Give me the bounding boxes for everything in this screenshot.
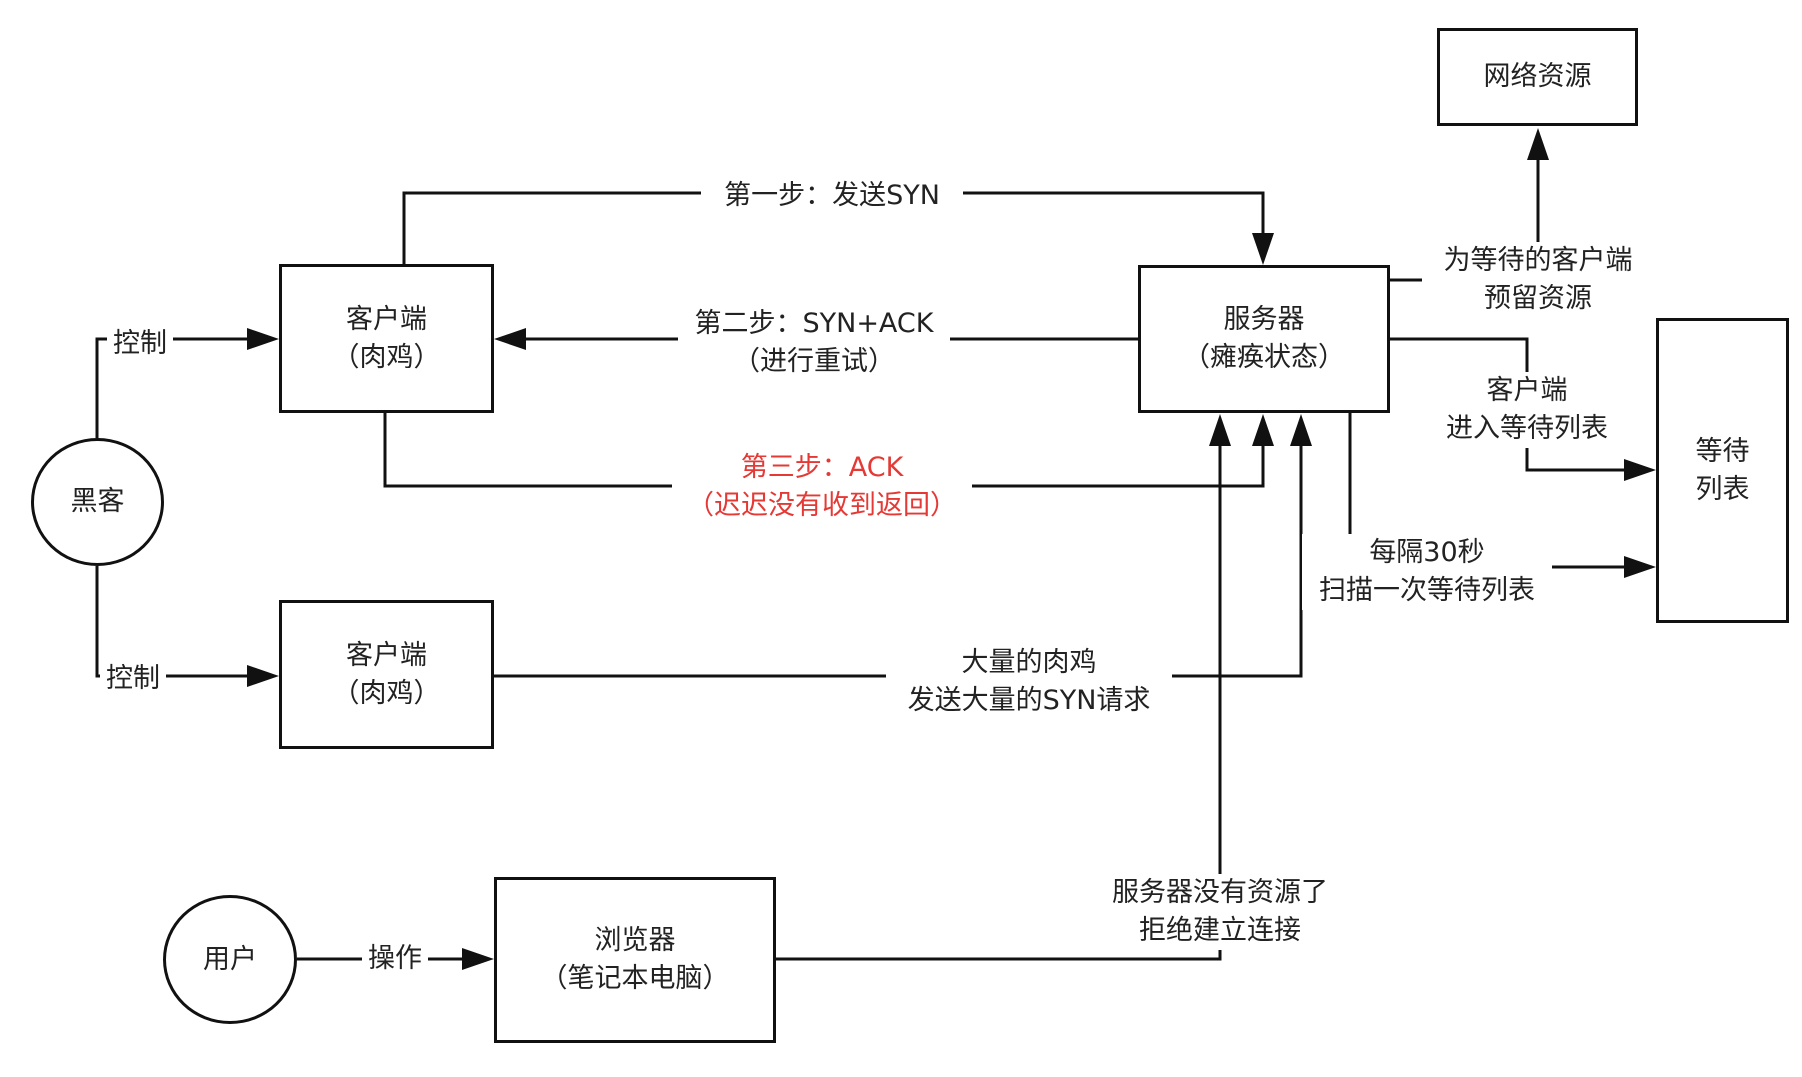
- connector-refuse: [776, 446, 1222, 961]
- mass-syn-line2: 发送大量的SYN请求: [907, 685, 1151, 716]
- client-top-title: 客户端: [346, 303, 427, 335]
- step2-line2: （进行重试）: [733, 346, 895, 377]
- connector-mass-syn: [494, 446, 1303, 678]
- hacker-node: 黑客: [31, 438, 164, 566]
- operate-text: 操作: [368, 943, 422, 974]
- refuse-line2: 拒绝建立连接: [1139, 915, 1301, 946]
- arrowhead: [494, 328, 526, 350]
- enter-wait-line1: 客户端: [1486, 375, 1568, 406]
- refuse-label: 服务器没有资源了 拒绝建立连接: [1096, 874, 1344, 950]
- network-resource-label: 网络资源: [1483, 61, 1592, 92]
- user-node: 用户: [163, 895, 297, 1024]
- arrowhead: [1252, 233, 1274, 265]
- wait-list-line1: 等待: [1695, 435, 1750, 467]
- operate-label: 操作: [362, 940, 428, 978]
- client-top-subtitle: （肉鸡）: [332, 341, 441, 373]
- arrowhead: [247, 665, 279, 687]
- step2-label: 第二步：SYN+ACK （进行重试）: [678, 305, 950, 381]
- control-bottom-label: 控制: [100, 660, 166, 698]
- scan-label: 每隔30秒 扫描一次等待列表: [1302, 534, 1552, 610]
- arrowhead: [1209, 414, 1231, 446]
- arrowhead: [1290, 414, 1312, 446]
- refuse-line1: 服务器没有资源了: [1112, 877, 1328, 908]
- step1-text: 第一步：发送SYN: [724, 180, 940, 211]
- control-top-label: 控制: [107, 325, 173, 363]
- connector-hacker-to-client-top: [95, 337, 247, 438]
- hacker-label: 黑客: [70, 486, 125, 517]
- network-resource-node: 网络资源: [1437, 28, 1638, 126]
- wait-list-line2: 列表: [1695, 473, 1750, 505]
- reserve-label: 为等待的客户端 预留资源: [1422, 242, 1654, 318]
- browser-title: 浏览器: [594, 925, 676, 956]
- control-bottom-text: 控制: [106, 663, 160, 694]
- server-node: 服务器 （瘫痪状态）: [1138, 265, 1390, 413]
- client-bottom-subtitle: （肉鸡）: [332, 677, 441, 709]
- step3-label: 第三步：ACK （迟迟没有收到返回）: [672, 449, 972, 525]
- scan-line1: 每隔30秒: [1369, 537, 1485, 568]
- mass-syn-label: 大量的肉鸡 发送大量的SYN请求: [886, 644, 1172, 720]
- step1-label: 第一步：发送SYN: [701, 177, 963, 215]
- arrowhead: [1624, 556, 1656, 578]
- reserve-line2: 预留资源: [1484, 283, 1592, 314]
- browser-node: 浏览器 （笔记本电脑）: [494, 877, 776, 1043]
- browser-subtitle: （笔记本电脑）: [540, 963, 730, 994]
- mass-syn-line1: 大量的肉鸡: [961, 647, 1097, 678]
- control-top-text: 控制: [113, 328, 167, 359]
- step3-line1: 第三步：ACK: [740, 452, 904, 483]
- step2-line1: 第二步：SYN+ACK: [694, 308, 934, 339]
- connector-hacker-to-client-bottom: [95, 566, 247, 678]
- server-subtitle: （瘫痪状态）: [1183, 342, 1345, 373]
- step3-line2: （迟迟没有收到返回）: [687, 490, 957, 521]
- wait-list-node: 等待 列表: [1656, 318, 1789, 623]
- client-bottom-title: 客户端: [346, 639, 427, 671]
- enter-wait-label: 客户端 进入等待列表: [1428, 372, 1626, 448]
- arrowhead: [1527, 128, 1549, 160]
- scan-line2: 扫描一次等待列表: [1319, 575, 1535, 606]
- user-label: 用户: [203, 943, 257, 975]
- server-title: 服务器: [1223, 304, 1305, 335]
- arrowhead: [1252, 414, 1274, 446]
- arrowhead: [247, 328, 279, 350]
- client-bottom-node: 客户端 （肉鸡）: [279, 600, 494, 749]
- client-top-node: 客户端 （肉鸡）: [279, 264, 494, 413]
- arrowhead: [1624, 459, 1656, 481]
- arrowhead: [462, 948, 494, 970]
- enter-wait-line2: 进入等待列表: [1446, 413, 1608, 444]
- reserve-line1: 为等待的客户端: [1443, 245, 1633, 276]
